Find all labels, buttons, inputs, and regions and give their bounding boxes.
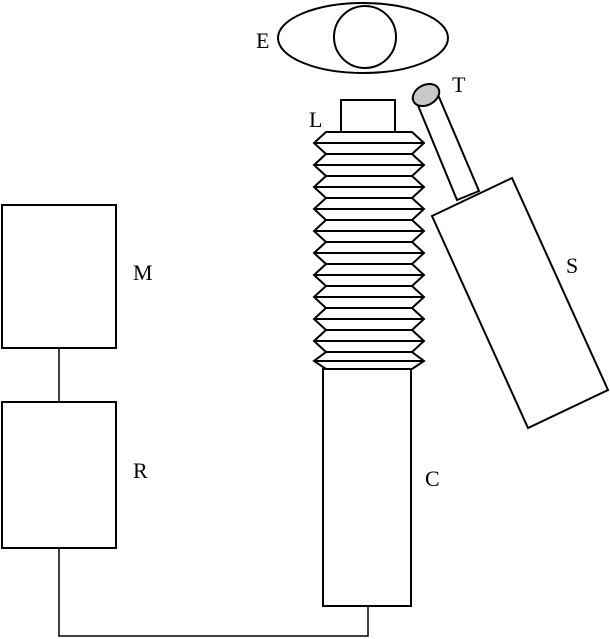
label-s: S xyxy=(566,253,578,278)
eye-iris xyxy=(333,5,397,69)
module-box xyxy=(1,204,117,349)
label-r: R xyxy=(133,458,148,483)
bellows xyxy=(312,131,426,370)
lens-cap xyxy=(340,99,396,134)
sensor-block xyxy=(430,176,610,430)
label-l: L xyxy=(309,107,322,132)
wire-recorder-cylinder xyxy=(58,548,369,637)
label-t: T xyxy=(452,72,466,97)
label-m: M xyxy=(133,260,153,285)
bellows-folds xyxy=(314,142,424,362)
label-c: C xyxy=(425,466,440,491)
eye xyxy=(277,2,449,74)
label-e: E xyxy=(256,28,269,53)
rod-tip xyxy=(411,82,441,108)
rod xyxy=(411,82,481,202)
cylinder-body xyxy=(322,368,412,607)
recorder-box xyxy=(1,401,117,549)
